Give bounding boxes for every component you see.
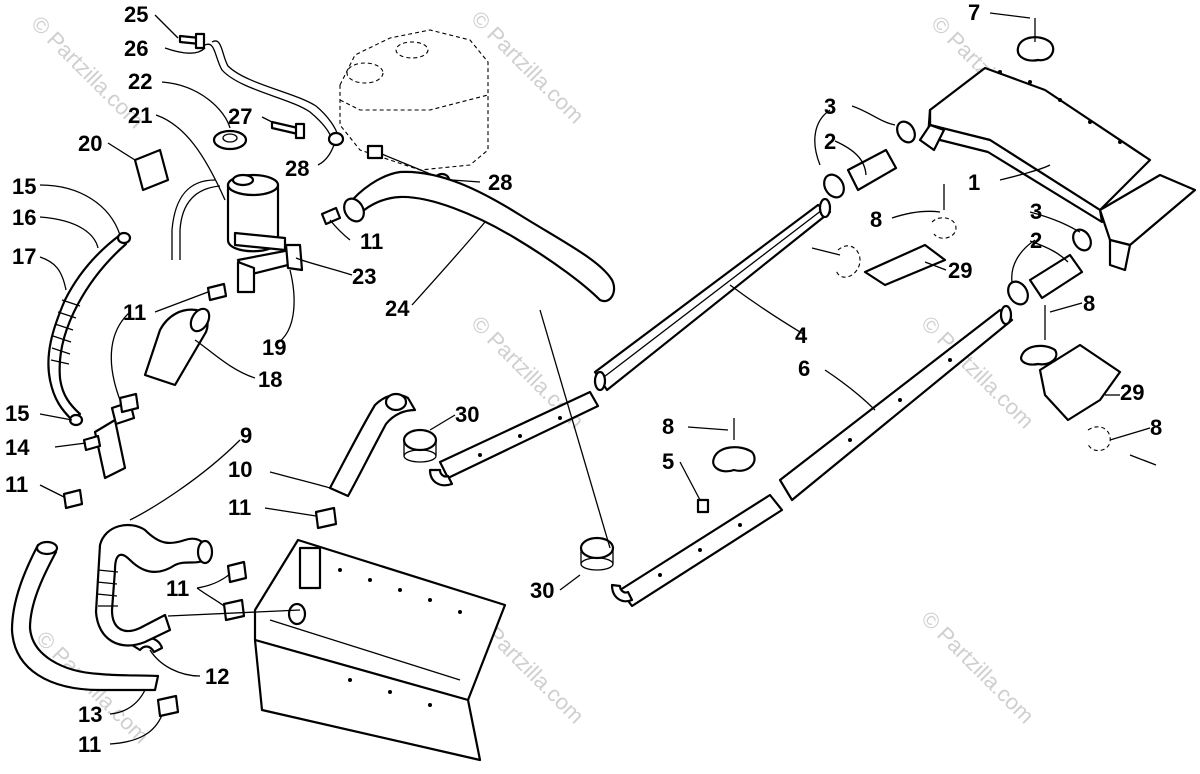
washer-7 [1016,36,1055,62]
callout-29b: 29 [1120,380,1144,405]
bolt-5 [696,498,710,514]
clamp-30a [402,428,438,463]
washer-8b [1020,344,1058,366]
clamp-11a [206,282,228,302]
watermark: © Partzilla.com [916,606,1039,729]
callout-24: 24 [385,296,410,321]
clamp-30b [579,536,615,571]
coupler-2a [823,120,916,199]
cooler-4-line [539,309,611,549]
callout-9: 9 [240,423,252,448]
callout-2b: 2 [1030,228,1042,253]
hose-24-end [343,197,365,223]
hose-24 [346,170,616,303]
clamp-11f [222,598,246,622]
bracket-29b [1038,343,1122,422]
callout-17: 17 [12,244,36,269]
callout-14: 14 [5,435,30,460]
clamp-11g [314,506,338,530]
callout-1: 1 [968,170,980,195]
callout-3: 3 [824,94,836,119]
callout-30b: 30 [530,578,554,603]
callout-4: 4 [795,323,808,348]
hidden-washer [835,245,861,278]
callout-11e: 11 [166,576,189,601]
callout-13: 13 [78,702,102,727]
cooler-6 [778,304,1014,502]
callout-28b: 28 [488,170,512,195]
callout-23: 23 [352,264,376,289]
callout-11b: 11 [123,300,146,325]
tank-bracket [366,144,384,160]
leader-lines [39,12,1151,745]
callout-8d: 8 [1150,415,1162,440]
hose-9 [94,523,214,647]
callout-22: 22 [128,69,152,94]
cooler-section-a [428,390,600,487]
callout-11c: 11 [5,472,28,497]
callout-16: 16 [12,205,36,230]
callout-21: 21 [128,103,152,128]
reservoir-tank [339,29,489,171]
callout-19: 19 [262,335,286,360]
callout-11a: 11 [360,229,383,254]
nut-28a [327,131,345,147]
callout-11f: 11 [78,732,101,757]
screw-27 [270,120,306,140]
callout-15b: 15 [5,401,29,426]
clamp-11e [226,560,248,584]
decal [133,148,170,192]
callout-26: 26 [124,36,148,61]
callout-12: 12 [205,664,229,689]
coupler-2b [1007,228,1092,306]
callout-20: 20 [78,131,102,156]
tunnel-heat-exchanger [253,538,507,762]
callout-29a: 29 [948,258,972,283]
callout-18: 18 [258,367,282,392]
clamp-23 [320,206,342,226]
callout-3b: 3 [1030,199,1042,224]
bracket-29a [863,243,947,287]
callout-2: 2 [824,129,836,154]
callout-25: 25 [124,2,148,27]
callout-15a: 15 [12,174,36,199]
overflow-tube-inner [211,40,339,137]
tee-fitting [82,400,136,480]
callout-8b: 8 [1083,291,1095,316]
hidden-washer-c [931,217,957,239]
heat-exchanger-1 [918,66,1197,272]
callout-11d: 11 [228,495,251,520]
callout-8a: 8 [870,207,882,232]
clamp-11d [156,694,180,718]
callout-labels: 1 2 2 3 3 4 5 6 7 8 8 8 8 9 10 11 11 11 … [5,0,1162,757]
cooler-4 [593,197,832,392]
callout-5: 5 [662,449,674,474]
callout-30a: 30 [455,402,479,427]
callout-7: 7 [968,0,980,25]
watermark: © Partzilla.com [466,6,589,129]
hose-10 [328,393,417,498]
callout-28a: 28 [285,156,309,181]
pressure-cap [212,129,248,151]
overflow-tube [204,43,333,141]
callout-8c: 8 [662,414,674,439]
filler-neck [171,173,304,294]
hidden-washer-b [1087,426,1111,452]
hose-13 [10,543,160,692]
callout-10: 10 [228,457,252,482]
callout-6: 6 [798,356,810,381]
screw-25 [178,32,206,50]
clamp-11c [118,392,140,414]
clamp-11b [62,488,84,510]
washer-8 [712,446,756,473]
callout-27: 27 [228,104,252,129]
cooler-section-b [610,493,784,608]
